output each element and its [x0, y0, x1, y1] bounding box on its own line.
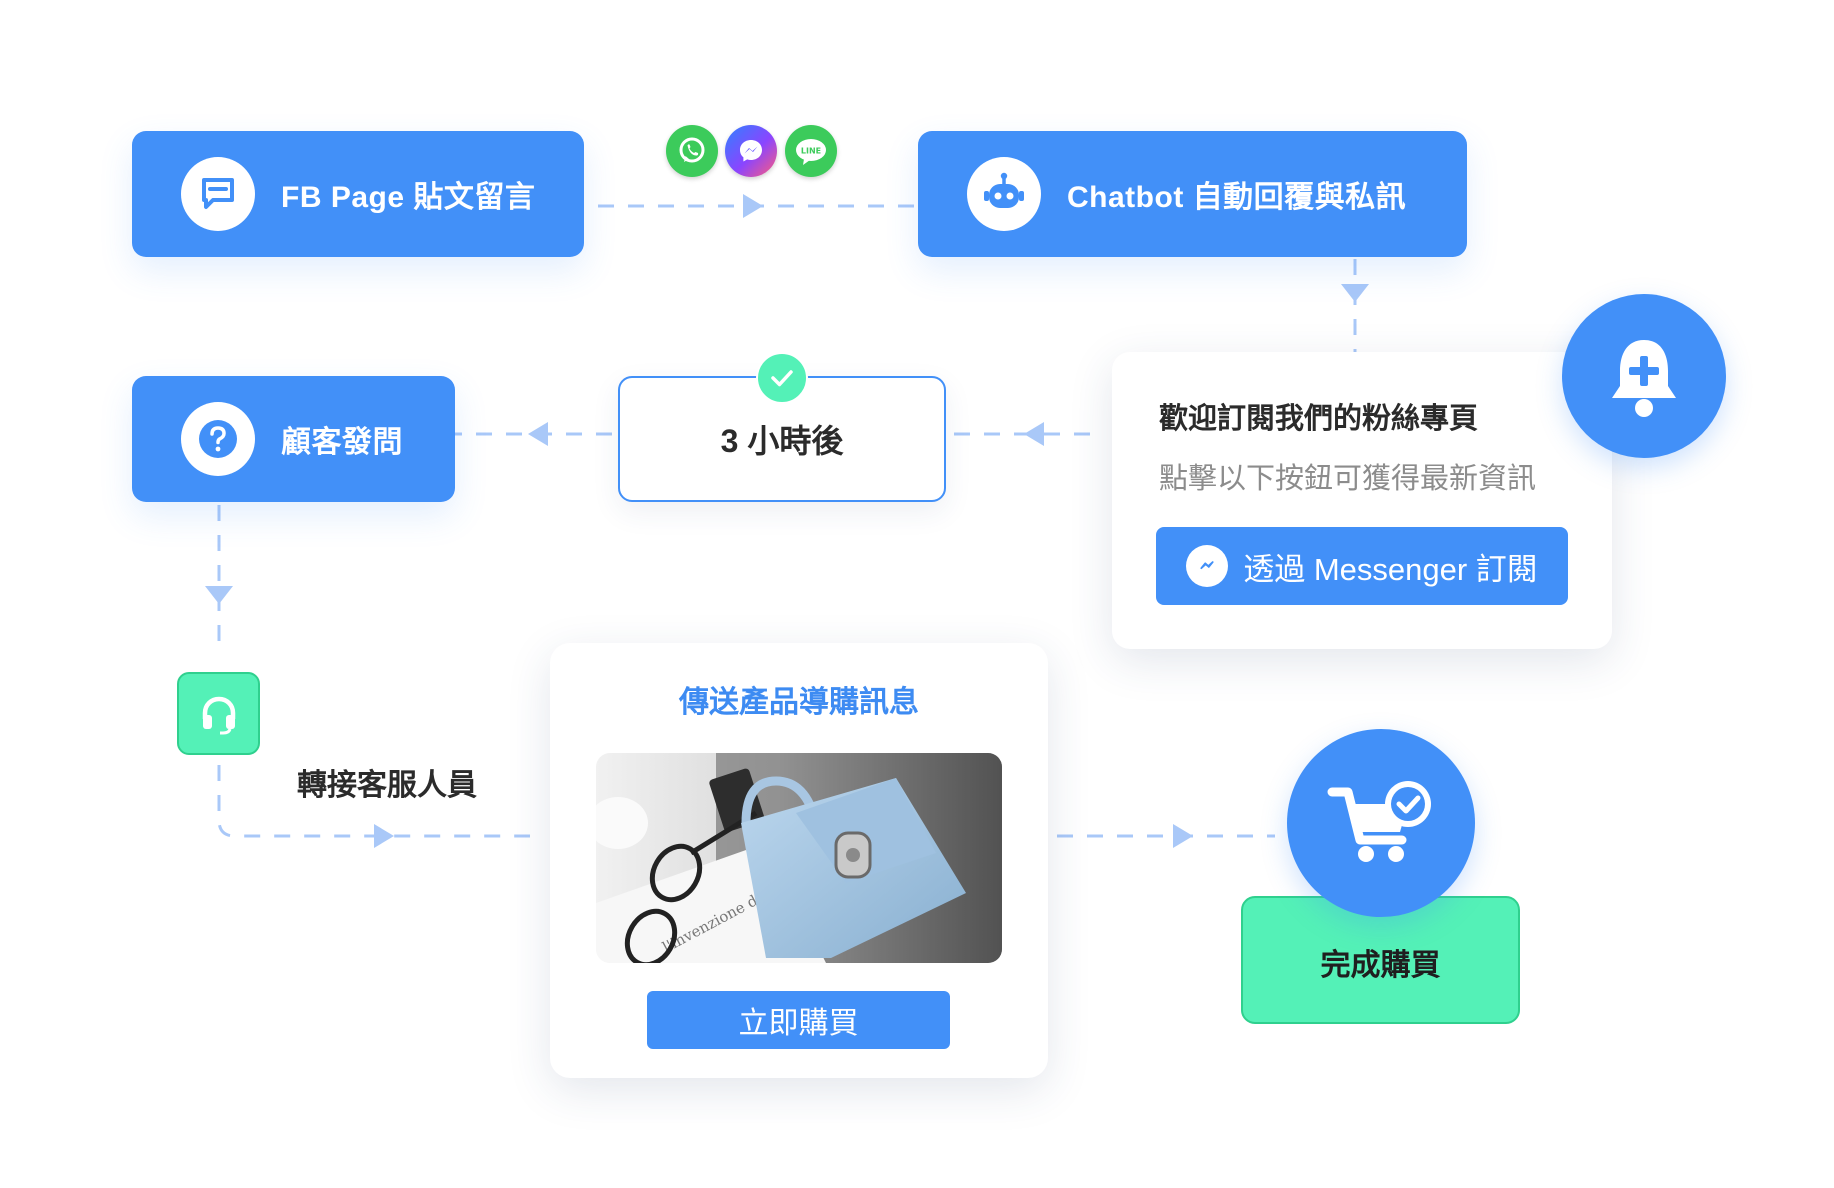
transfer-agent-label: 轉接客服人員	[297, 769, 477, 802]
complete-purchase-label: 完成購買	[1320, 949, 1441, 982]
check-icon	[756, 352, 808, 404]
arrow-left-2	[528, 422, 548, 446]
messenger-icon	[1186, 545, 1229, 587]
chatbot-node: Chatbot 自動回覆與私訊	[918, 131, 1467, 257]
robot-icon	[967, 157, 1041, 231]
arrow-right-1	[743, 194, 763, 218]
product-card-title: 傳送產品導購訊息	[679, 686, 919, 719]
arrow-right-3	[1173, 824, 1193, 848]
headset-icon	[177, 672, 260, 755]
connector-agent-to-product	[217, 765, 530, 838]
line-icon: LINE	[785, 125, 837, 177]
line-icon-text: LINE	[801, 147, 821, 156]
customer-question-node: 顧客發問	[132, 376, 455, 502]
chatbot-label: Chatbot 自動回覆與私訊	[1067, 181, 1407, 214]
arrow-down-2	[205, 586, 233, 604]
question-icon	[181, 402, 255, 476]
arrow-left-1	[1024, 422, 1044, 446]
buy-now-button[interactable]: 立即購買	[647, 991, 950, 1049]
cart-check-icon	[1287, 729, 1475, 917]
buy-now-label: 立即購買	[738, 1007, 859, 1040]
bell-plus-icon	[1562, 294, 1726, 458]
subscribe-subtitle: 點擊以下按鈕可獲得最新資訊	[1159, 463, 1537, 495]
product-image: l'invenzione della femminilità	[596, 753, 1002, 963]
messenger-subscribe-label: 透過 Messenger 訂閱	[1243, 551, 1538, 587]
product-card: 傳送產品導購訊息 l'invenzione della femminilità	[550, 643, 1048, 1078]
arrow-right-2	[374, 824, 394, 848]
chat-bubble-icon	[181, 157, 255, 231]
customer-question-label: 顧客發問	[281, 426, 403, 459]
delay-label: 3 小時後	[720, 423, 844, 459]
complete-purchase-node: 完成購買	[1241, 896, 1520, 1024]
messenger-social-icon	[725, 125, 777, 177]
subscribe-card: 歡迎訂閱我們的粉絲專頁 點擊以下按鈕可獲得最新資訊 透過 Messenger 訂…	[1112, 352, 1612, 649]
fb-page-node: FB Page 貼文留言	[132, 131, 584, 257]
messenger-subscribe-button[interactable]: 透過 Messenger 訂閱	[1156, 527, 1568, 605]
subscribe-title: 歡迎訂閱我們的粉絲專頁	[1159, 403, 1479, 435]
whatsapp-icon	[666, 125, 718, 177]
fb-page-label: FB Page 貼文留言	[281, 181, 536, 214]
arrow-down-1	[1341, 284, 1369, 302]
